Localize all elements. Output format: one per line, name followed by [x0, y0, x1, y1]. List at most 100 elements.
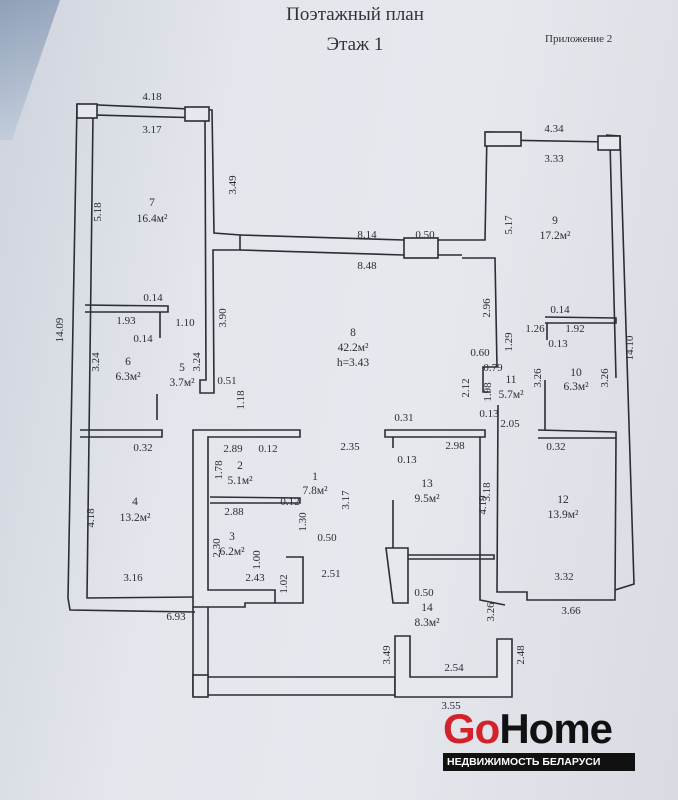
dimension: 3.33: [544, 153, 564, 165]
dimension: 0.50: [317, 532, 337, 544]
room-5-area: 3.7м²: [169, 377, 195, 389]
room-12-number: 12: [557, 494, 569, 506]
dimension: 1.78: [213, 460, 225, 480]
room-3-area: 6.2м²: [219, 546, 245, 558]
dimension: 4.18: [85, 508, 97, 528]
logo-go: Go: [443, 705, 500, 752]
appendix-label: Приложение 2: [545, 33, 612, 45]
dimension: 1.18: [235, 390, 247, 410]
dimension: 2.35: [340, 441, 360, 453]
room-labels: 7 16.4м² 6 6.3м² 5 3.7м² 4 13.2м² 8 42.2…: [115, 197, 589, 629]
dimension: 0.13: [479, 408, 499, 420]
dimension: 4.18: [142, 91, 162, 103]
dimension: 1.92: [565, 323, 584, 335]
dimension: 3.32: [554, 571, 573, 583]
room-4-area: 13.2м²: [120, 512, 151, 524]
dimension: 0.50: [415, 229, 435, 241]
room-12-area: 13.9м²: [548, 509, 579, 521]
room-11-area: 5.7м²: [498, 389, 524, 401]
dimension: 2.98: [445, 440, 465, 452]
dimension: 3.24: [90, 352, 102, 372]
plan-title: Поэтажный план: [286, 4, 424, 25]
walls: [67, 103, 635, 698]
dimension: 3.26: [485, 602, 497, 622]
gohome-logo: GoHome НЕДВИЖИМОСТЬ БЕЛАРУСИ: [443, 708, 635, 771]
dimension: 0.32: [133, 442, 152, 454]
dimension: 0.12: [258, 443, 277, 455]
dimension: 1.26: [525, 323, 545, 335]
dimension: 2.51: [321, 568, 340, 580]
room-4-number: 4: [132, 496, 138, 508]
room-6-area: 6.3м²: [115, 371, 141, 383]
room-10-number: 10: [570, 367, 582, 379]
dimension: 1.30: [297, 512, 309, 532]
dimension: 3.16: [123, 572, 143, 584]
dimension: 3.66: [561, 605, 581, 617]
dimension: 3.17: [142, 124, 162, 136]
dimension: 3.49: [381, 645, 393, 665]
dimension: 1.29: [503, 332, 515, 352]
dimension: 5.17: [503, 215, 515, 235]
dimension: 3.90: [217, 308, 229, 328]
dimension: 0.50: [414, 587, 434, 599]
dimension: 3.49: [227, 175, 239, 195]
dimension: 2.96: [481, 298, 493, 318]
logo-home: Home: [499, 705, 613, 752]
dimension: 14.10: [624, 335, 636, 360]
floor-label: Этаж 1: [327, 34, 384, 55]
room-8-height: h=3.43: [337, 357, 370, 369]
room-8-area: 42.2м²: [338, 342, 369, 354]
room-14-area: 8.3м²: [414, 617, 440, 629]
dimension: 3.18: [481, 482, 493, 502]
room-9-area: 17.2м²: [540, 230, 571, 242]
dimension: 4.19: [477, 495, 489, 515]
room-2-area: 5.1м²: [227, 475, 253, 487]
room-9-number: 9: [552, 215, 558, 227]
dimension: 0.13: [397, 454, 417, 466]
dimension: 0.31: [394, 412, 413, 424]
room-1-number: 1: [312, 471, 318, 483]
room-7-area: 16.4м²: [137, 213, 168, 225]
room-8-number: 8: [350, 327, 356, 339]
dimension: 1.02: [278, 574, 290, 593]
dimension-labels: 4.18 3.17 3.49 5.18 14.09 0.14 1.93 1.10…: [54, 91, 636, 712]
room-14-number: 14: [421, 602, 433, 614]
dimension: 3.17: [340, 490, 352, 510]
dimension: 5.18: [92, 202, 104, 222]
dimension: 3.24: [191, 352, 203, 372]
dimension: 2.88: [224, 506, 244, 518]
dimension: 8.14: [357, 229, 377, 241]
dimension: 0.14: [143, 292, 163, 304]
dimension: 1.98: [482, 382, 494, 402]
dimension: 2.54: [444, 662, 464, 674]
dimension: 0.12: [280, 496, 299, 508]
dimension: 0.51: [217, 375, 236, 387]
room-7-number: 7: [149, 197, 155, 209]
dimension: 8.48: [357, 260, 377, 272]
dimension: 3.55: [441, 700, 461, 712]
logo-tagline: НЕДВИЖИМОСТЬ БЕЛАРУСИ: [443, 753, 635, 771]
dimension: 0.14: [133, 333, 153, 345]
dimension: 3.26: [599, 368, 611, 388]
dimension: 0.13: [548, 338, 568, 350]
room-2-number: 2: [237, 460, 243, 472]
room-3-number: 3: [229, 531, 235, 543]
dimension: 0.60: [470, 347, 490, 359]
dimension: 2.48: [515, 645, 527, 665]
room-6-number: 6: [125, 356, 131, 368]
dimension: 14.09: [54, 317, 66, 342]
dimension: 2.05: [500, 418, 520, 430]
dimension: 0.32: [546, 441, 565, 453]
room-5-number: 5: [179, 362, 185, 374]
room-11-number: 11: [505, 374, 516, 386]
dimension: 1.93: [116, 315, 136, 327]
room-10-area: 6.3м²: [563, 381, 589, 393]
dimension: 0.79: [483, 362, 503, 374]
dimension: 0.14: [550, 304, 570, 316]
dimension: 4.34: [544, 123, 564, 135]
dimension: 2.12: [460, 378, 472, 397]
dimension: 2.43: [245, 572, 265, 584]
dimension: 2.30: [211, 538, 223, 558]
